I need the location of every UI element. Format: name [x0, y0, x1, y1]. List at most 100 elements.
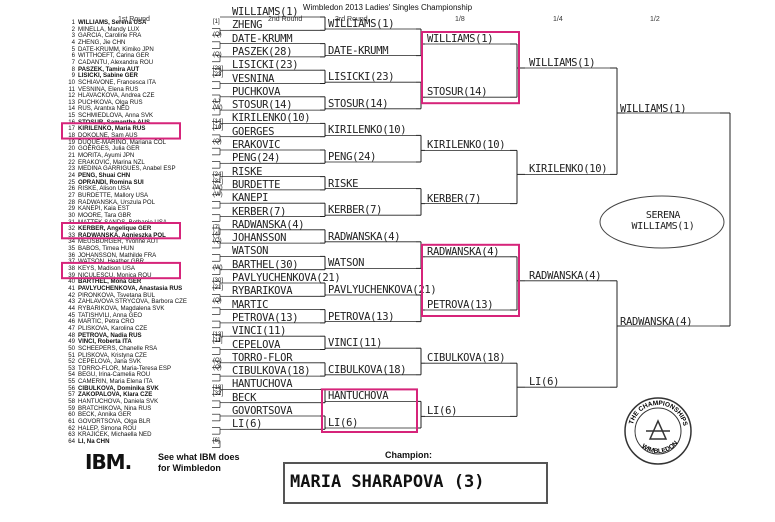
pick-round-entry[interactable]: LISICKI(23)	[232, 59, 299, 72]
player-name: PASZEK, Tamira AUT	[78, 65, 140, 73]
pick-round-entry[interactable]: STOSUR(14)	[232, 99, 293, 112]
pick-round-entry[interactable]: CIBULKOVA(18)	[232, 365, 311, 378]
round-header-4: 1/8	[455, 16, 465, 23]
draw-number: 3	[71, 32, 75, 40]
pick-round-entry[interactable]: PAVLYUCHENKOVA(21)	[328, 284, 437, 296]
player-name: BECK, Annika GER	[78, 411, 132, 419]
pick-round-entry[interactable]: WILLIAMS(1)	[427, 33, 494, 45]
draw-number: 50	[68, 344, 75, 352]
pick-round-entry[interactable]: JOHANSSON	[232, 232, 287, 245]
pick-round-entry[interactable]: LI(6)	[427, 405, 458, 418]
draw-number: 10	[68, 78, 75, 86]
pick-semi-entry[interactable]: WILLIAMS(1)	[620, 103, 687, 115]
draw-number: 15	[68, 112, 75, 120]
pick-round-entry[interactable]: LISICKI(23)	[328, 71, 395, 84]
pick-round-entry[interactable]: CEPELOVA	[232, 338, 281, 351]
svg-text:WIMBLEDON: WIMBLEDON	[640, 440, 679, 456]
pick-round-entry[interactable]: VESNINA	[232, 72, 275, 85]
player-name: HALEP, Simona ROU	[78, 424, 137, 432]
draw-number: 37	[68, 258, 75, 266]
pick-round-entry[interactable]: RADWANSKA(4)	[427, 245, 500, 258]
pick-round-entry[interactable]: HANTUCHOVA	[232, 378, 293, 391]
highlight-box	[61, 261, 181, 280]
pick-round-entry[interactable]: VINCI(11)	[232, 325, 287, 338]
pick-round-entry[interactable]: WATSON	[232, 245, 269, 258]
draw-number: 19	[68, 138, 75, 146]
pick-round-entry[interactable]: PENG(24)	[232, 152, 281, 165]
player-name: PLISKOVA, Kristyna CZE	[78, 351, 147, 359]
pick-quarter-entry[interactable]: KIRILENKO(10)	[529, 163, 608, 176]
pick-round-entry[interactable]: PUCHKOVA	[232, 85, 281, 98]
draw-number: 27	[68, 191, 75, 199]
pick-round-entry[interactable]: HANTUCHOVA	[328, 390, 389, 403]
pick-round-entry[interactable]: RISKE	[232, 165, 263, 178]
final-pick-entry[interactable]: SERENA WILLIAMS(1)	[631, 210, 695, 232]
pick-round-entry[interactable]: PAVLYUCHENKOVA(21)	[232, 272, 341, 284]
pick-round-entry[interactable]: KERBER(7)	[232, 205, 287, 218]
pick-round-entry[interactable]: PASZEK(28)	[232, 45, 293, 58]
pick-round-entry[interactable]: CIBULKOVA(18)	[427, 352, 506, 365]
pick-round-entry[interactable]: PETROVA(13)	[328, 310, 395, 323]
pick-round-entry[interactable]: KIRILENKO(10)	[427, 139, 506, 152]
player-name: RISKE, Alison USA	[78, 185, 131, 193]
pick-round-entry[interactable]: WILLIAMS(1)	[232, 6, 299, 18]
pick-round-entry[interactable]: TORRO-FLOR	[232, 351, 293, 364]
pick-round-entry[interactable]: RADWANSKA(4)	[232, 218, 305, 231]
pick-round-entry[interactable]: LI(6)	[328, 417, 359, 429]
pick-round-entry[interactable]: BECK	[232, 391, 257, 404]
draw-number: 13	[68, 98, 75, 106]
draw-number: 12	[68, 92, 75, 100]
player-name: DATE-KRUMM, Kimiko JPN	[78, 45, 154, 53]
pick-round-entry[interactable]: VINCI(11)	[328, 337, 383, 350]
pick-round-entry[interactable]: PETROVA(13)	[232, 311, 299, 324]
pick-quarter-entry[interactable]: LI(6)	[529, 376, 560, 389]
pick-round-entry[interactable]: BURDETTE	[232, 178, 281, 191]
pick-round-entry[interactable]: GOVORTSOVA	[232, 405, 293, 417]
pick-round-entry[interactable]: DATE-KRUMM	[328, 44, 389, 57]
player-name: ZAKOPALOVA, Klara CZE	[78, 391, 153, 399]
pick-round-entry[interactable]: KIRILENKO(10)	[328, 124, 407, 137]
player-name: MARTIC, Petra CRO	[78, 318, 135, 326]
draw-number: 2	[71, 25, 75, 33]
pick-round-entry[interactable]: KERBER(7)	[427, 192, 482, 205]
pick-round-entry[interactable]: LI(6)	[232, 418, 263, 431]
pick-round-entry[interactable]: WILLIAMS(1)	[328, 18, 395, 30]
draw-number: 56	[68, 384, 75, 392]
pick-round-entry[interactable]: RADWANSKA(4)	[328, 230, 401, 243]
draw-number: 14	[68, 105, 75, 113]
draw-number: 59	[68, 404, 75, 412]
pick-quarter-entry[interactable]: RADWANSKA(4)	[529, 269, 602, 282]
player-name: DOKOLNE, Sam AUS	[78, 132, 138, 140]
highlight-box	[61, 222, 181, 240]
pick-round-entry[interactable]: KANEPI	[232, 192, 269, 205]
pick-round-entry[interactable]: KERBER(7)	[328, 204, 383, 217]
draw-number: 54	[68, 371, 75, 379]
pick-round-entry[interactable]: RYBARIKOVA	[232, 285, 293, 298]
pick-round-entry[interactable]: STOSUR(14)	[427, 86, 488, 99]
pick-round-entry[interactable]: ZHENG	[232, 19, 263, 32]
pick-round-entry[interactable]: STOSUR(14)	[328, 97, 389, 110]
pick-round-entry[interactable]: GOERGES	[232, 125, 275, 138]
round-header-1: 1st Round	[118, 16, 150, 23]
pick-round-entry[interactable]: CIBULKOVA(18)	[328, 363, 407, 376]
pick-quarter-entry[interactable]: WILLIAMS(1)	[529, 57, 596, 69]
pick-round-entry[interactable]: PETROVA(13)	[427, 299, 494, 311]
pick-round-entry[interactable]: MARTIC	[232, 298, 269, 311]
draw-number: 43	[68, 298, 75, 306]
final-pick-ellipse	[599, 195, 725, 249]
draw-number: 11	[68, 85, 75, 93]
ibm-logo: IBM.	[85, 450, 132, 474]
pick-round-entry[interactable]: KIRILENKO(10)	[232, 112, 311, 125]
draw-number: 17	[68, 125, 75, 133]
player-name: HANTUCHOVA, Daniela SVK	[78, 398, 159, 406]
pick-round-entry[interactable]: BARTHEL(30)	[232, 258, 299, 271]
pick-round-entry[interactable]: DATE-KRUMM	[232, 32, 293, 45]
player-name: PIRONKOVA, Tsvetana BUL	[78, 291, 155, 299]
pick-semi-entry[interactable]: RADWANSKA(4)	[620, 316, 693, 328]
pick-round-entry[interactable]: PENG(24)	[328, 151, 377, 163]
pick-round-entry[interactable]: RISKE	[328, 177, 359, 190]
ibm-promo-text[interactable]: See what IBM does for Wimbledon	[158, 452, 240, 474]
draw-number: 33	[68, 231, 75, 239]
pick-round-entry[interactable]: ERAKOVIC	[232, 139, 281, 151]
pick-round-entry[interactable]: WATSON	[328, 257, 365, 270]
